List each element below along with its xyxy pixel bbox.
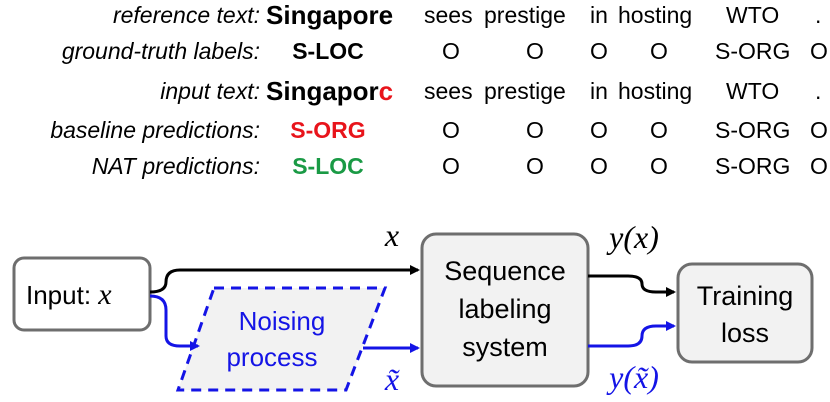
row-nat-predictions: NAT predictions: S-LOC O O O O S-ORG O	[0, 151, 830, 185]
token: O	[810, 117, 828, 143]
token: WTO	[726, 2, 780, 28]
loss-line2: loss	[721, 318, 769, 348]
first-token-typo: c	[378, 76, 394, 106]
input-box-label: Input: x	[26, 278, 112, 311]
noising-label-line2: process	[226, 342, 317, 372]
row-label: ground-truth labels:	[61, 38, 260, 64]
token: O	[650, 153, 668, 179]
token: .	[815, 2, 822, 28]
token: prestige	[484, 2, 566, 28]
row-label: reference text:	[112, 2, 260, 28]
token: WTO	[726, 78, 780, 104]
edge-labeler-to-loss	[588, 274, 676, 297]
edge-label-y-x-tilde: y(x̃)	[606, 359, 659, 395]
token: prestige	[484, 78, 566, 104]
input-box: Input: x	[12, 256, 152, 332]
row-ground-truth: ground-truth labels: S-LOC O O O O S-ORG…	[0, 36, 830, 70]
first-token-base: Singapor	[266, 76, 379, 106]
first-token: S-LOC	[292, 38, 364, 64]
token: O	[442, 153, 460, 179]
first-token: Singaporc	[266, 76, 394, 106]
token: in	[590, 2, 608, 28]
token: O	[590, 117, 608, 143]
token: sees	[424, 78, 473, 104]
token: O	[590, 38, 608, 64]
edge-input-to-noising	[149, 294, 200, 351]
sequence-labeling-box: Sequence labeling system	[420, 232, 590, 388]
row-label: NAT predictions:	[91, 153, 260, 179]
token: hosting	[618, 2, 693, 28]
labeler-line3: system	[462, 332, 548, 362]
first-token: S-LOC	[292, 153, 364, 179]
noising-label-line1: Noising	[239, 306, 326, 336]
edge-input-to-labeler	[149, 265, 420, 294]
row-label: baseline predictions:	[50, 117, 260, 143]
token: O	[442, 38, 460, 64]
row-input-text: input text: Singaporc sees prestige in h…	[0, 76, 830, 110]
token: sees	[424, 2, 473, 28]
token: S-ORG	[715, 38, 791, 64]
token: O	[526, 117, 544, 143]
token: hosting	[618, 78, 693, 104]
token: .	[815, 78, 822, 104]
loss-line1: Training	[697, 281, 794, 311]
edge-label-x: x	[384, 217, 399, 253]
first-token: Singapore	[266, 0, 394, 30]
token: S-ORG	[715, 153, 791, 179]
token: S-ORG	[715, 117, 791, 143]
training-loss-box: Training loss	[676, 262, 814, 364]
token: O	[810, 153, 828, 179]
first-token: S-ORG	[290, 117, 366, 143]
edge-label-x-tilde: x̃	[384, 361, 400, 397]
row-label: input text:	[160, 78, 260, 104]
labeler-line2: labeling	[458, 294, 551, 324]
token: in	[590, 78, 608, 104]
token: O	[810, 38, 828, 64]
edge-labeler-to-loss-noisy	[588, 321, 676, 348]
token: O	[650, 117, 668, 143]
labeler-line1: Sequence	[444, 256, 566, 286]
row-baseline-predictions: baseline predictions: S-ORG O O O O S-OR…	[0, 115, 830, 149]
token: O	[442, 117, 460, 143]
token: O	[590, 153, 608, 179]
token: O	[650, 38, 668, 64]
edge-label-yx: y(x)	[606, 219, 659, 255]
token: O	[526, 38, 544, 64]
token: O	[526, 153, 544, 179]
row-reference-text: reference text: Singapore sees prestige …	[0, 0, 830, 34]
noising-process-box: Noising process	[175, 286, 388, 392]
